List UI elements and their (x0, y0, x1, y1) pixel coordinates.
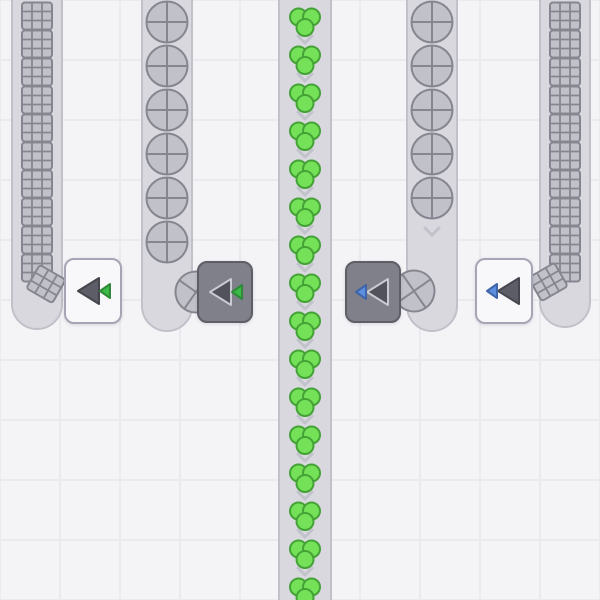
portal-direction-icon (355, 278, 389, 306)
belt-circles-left[interactable] (141, 0, 193, 332)
accent-left-triangle-icon (231, 284, 243, 300)
accent-left-triangle-icon (486, 283, 498, 299)
large-left-triangle-icon (209, 278, 232, 306)
portal-direction-icon (77, 277, 111, 305)
accent-left-triangle-icon (99, 283, 111, 299)
belt-squares-left[interactable] (11, 0, 63, 330)
belt-green-center[interactable] (278, 0, 332, 600)
portal-direction-icon (486, 277, 520, 305)
belt-circles-right[interactable] (406, 0, 458, 332)
belt-squares-right[interactable] (539, 0, 591, 328)
building-portal-dark-green[interactable] (197, 261, 253, 323)
large-left-triangle-icon (77, 277, 100, 305)
accent-left-triangle-icon (355, 284, 367, 300)
building-portal-light-blue[interactable] (475, 258, 533, 324)
building-portal-dark-blue[interactable] (345, 261, 401, 323)
portal-direction-icon (209, 278, 243, 306)
large-left-triangle-icon (497, 277, 520, 305)
building-portal-light-green[interactable] (64, 258, 122, 324)
large-left-triangle-icon (366, 278, 389, 306)
